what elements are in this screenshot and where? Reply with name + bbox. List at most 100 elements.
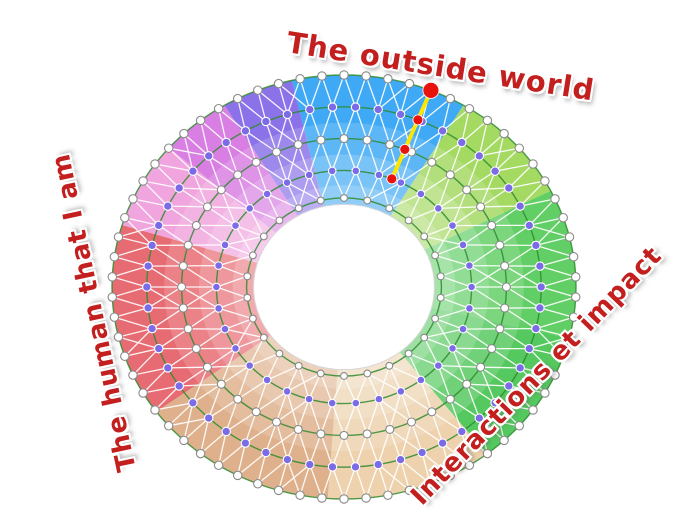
node[interactable] <box>550 194 560 204</box>
highlight-dot[interactable] <box>399 143 411 155</box>
node[interactable] <box>528 405 538 415</box>
node[interactable] <box>243 293 252 302</box>
node[interactable] <box>188 398 198 408</box>
node[interactable] <box>153 343 164 354</box>
node[interactable] <box>487 220 497 230</box>
node[interactable] <box>231 221 240 230</box>
highlight-dot[interactable] <box>386 173 398 185</box>
node[interactable] <box>340 194 348 202</box>
node[interactable] <box>374 394 384 404</box>
node[interactable] <box>259 232 268 241</box>
node[interactable] <box>458 324 468 334</box>
node[interactable] <box>233 170 243 180</box>
node[interactable] <box>396 178 406 187</box>
node[interactable] <box>202 362 212 372</box>
node[interactable] <box>295 74 305 84</box>
node[interactable] <box>271 417 282 427</box>
node[interactable] <box>436 293 445 302</box>
node[interactable] <box>417 447 427 458</box>
node[interactable] <box>120 212 130 223</box>
node[interactable] <box>383 490 393 500</box>
node[interactable] <box>558 351 568 362</box>
node[interactable] <box>445 93 456 104</box>
node[interactable] <box>457 137 467 148</box>
node[interactable] <box>316 429 326 439</box>
node[interactable] <box>361 493 371 503</box>
node[interactable] <box>128 194 138 204</box>
node[interactable] <box>495 324 505 334</box>
node[interactable] <box>340 372 348 380</box>
node[interactable] <box>482 115 493 126</box>
node[interactable] <box>120 351 130 362</box>
node[interactable] <box>339 134 349 144</box>
node[interactable] <box>282 109 293 120</box>
node[interactable] <box>504 183 514 193</box>
node[interactable] <box>128 370 138 380</box>
node[interactable] <box>282 387 292 396</box>
node[interactable] <box>273 78 284 89</box>
node[interactable] <box>153 220 164 231</box>
node[interactable] <box>305 104 315 115</box>
node[interactable] <box>524 220 535 231</box>
node[interactable] <box>362 429 372 439</box>
node[interactable] <box>188 166 198 176</box>
node[interactable] <box>383 74 393 84</box>
node[interactable] <box>271 147 282 157</box>
node[interactable] <box>240 438 251 448</box>
node[interactable] <box>404 78 415 89</box>
node[interactable] <box>142 282 152 292</box>
node[interactable] <box>427 407 437 417</box>
node[interactable] <box>385 424 395 434</box>
node[interactable] <box>109 252 120 262</box>
node[interactable] <box>191 344 201 354</box>
node[interactable] <box>395 109 406 120</box>
node[interactable] <box>214 304 223 313</box>
node[interactable] <box>436 272 445 281</box>
node[interactable] <box>404 349 413 358</box>
node[interactable] <box>327 462 338 472</box>
node[interactable] <box>474 413 485 423</box>
node[interactable] <box>564 232 575 242</box>
node[interactable] <box>233 394 243 404</box>
node[interactable] <box>568 312 579 322</box>
node[interactable] <box>183 324 193 334</box>
node[interactable] <box>535 303 545 313</box>
node[interactable] <box>339 70 349 80</box>
node[interactable] <box>143 261 153 271</box>
node[interactable] <box>261 447 271 458</box>
node[interactable] <box>528 159 538 169</box>
node[interactable] <box>465 261 474 270</box>
node[interactable] <box>465 304 474 313</box>
node[interactable] <box>275 216 284 225</box>
node[interactable] <box>107 292 118 302</box>
node[interactable] <box>457 426 467 437</box>
node[interactable] <box>179 435 189 446</box>
node[interactable] <box>558 212 568 223</box>
node[interactable] <box>203 413 214 423</box>
node[interactable] <box>294 204 303 213</box>
node[interactable] <box>350 462 361 472</box>
node[interactable] <box>216 379 226 389</box>
node[interactable] <box>501 282 511 292</box>
node[interactable] <box>396 387 406 396</box>
node[interactable] <box>327 166 337 176</box>
node[interactable] <box>515 201 525 211</box>
node[interactable] <box>113 232 124 242</box>
node[interactable] <box>295 490 305 500</box>
node[interactable] <box>464 103 475 114</box>
node[interactable] <box>251 157 261 167</box>
node[interactable] <box>476 362 486 372</box>
node[interactable] <box>363 196 372 205</box>
node[interactable] <box>107 272 118 282</box>
node[interactable] <box>515 363 525 373</box>
node[interactable] <box>262 189 272 199</box>
node[interactable] <box>374 170 384 180</box>
node[interactable] <box>261 116 271 127</box>
node[interactable] <box>282 178 292 187</box>
node[interactable] <box>259 333 268 342</box>
node[interactable] <box>109 312 120 322</box>
node[interactable] <box>191 220 201 230</box>
node[interactable] <box>202 202 212 212</box>
node[interactable] <box>243 272 252 281</box>
node[interactable] <box>304 170 314 180</box>
